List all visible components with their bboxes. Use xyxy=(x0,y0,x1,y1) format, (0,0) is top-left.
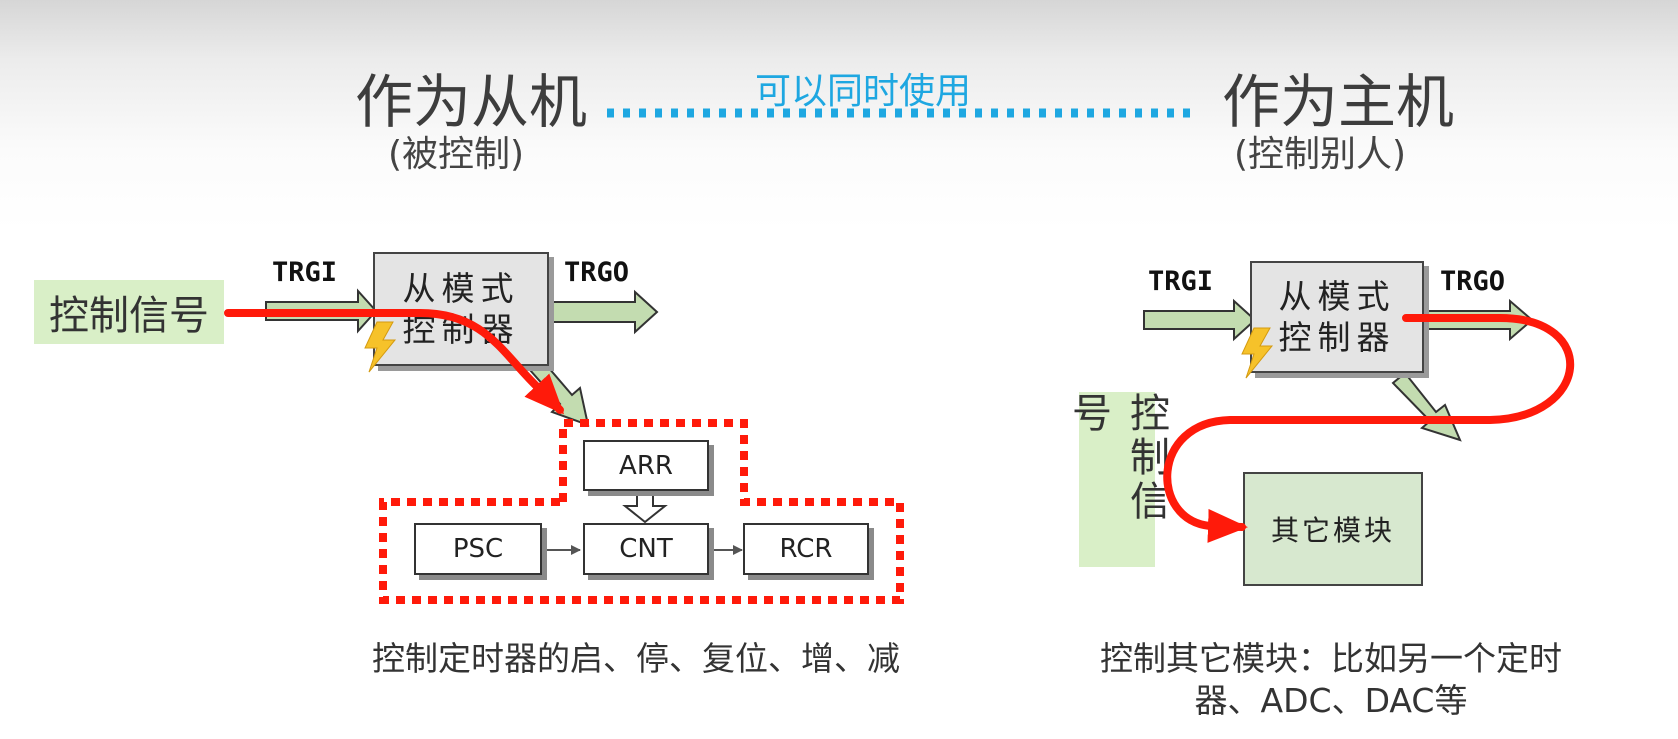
trgo-arrow-left xyxy=(547,289,659,335)
red-signal-path-right xyxy=(1163,314,1574,543)
lightning-icon xyxy=(1241,327,1274,379)
lightning-icon xyxy=(364,321,397,373)
psc-register: PSC xyxy=(414,523,542,575)
left-title: 作为从机 xyxy=(355,68,588,136)
trgo-label-right: TRGO xyxy=(1440,266,1506,297)
register-group-boundary xyxy=(379,419,904,604)
red-signal-path-left xyxy=(224,309,565,415)
trgi-arrow-right xyxy=(1143,298,1257,342)
slave-mode-controller-right: 从模式 控制器 xyxy=(1250,261,1424,373)
controller-line1-left: 从模式 xyxy=(402,268,520,308)
cnt-register: CNT xyxy=(583,523,709,575)
middle-link-label: 可以同时使用 xyxy=(755,71,972,112)
trgo-label-left: TRGO xyxy=(564,257,630,288)
trgi-label-right: TRGI xyxy=(1148,266,1214,297)
trgi-label-left: TRGI xyxy=(272,257,338,288)
right-subtitle: (控制别人) xyxy=(1234,134,1407,175)
slave-caption: 控制定时器的启、停、复位、增、减 xyxy=(372,639,900,678)
control-signal-label-left: 控制信号 xyxy=(34,280,224,344)
master-caption-line1: 控制其它模块：比如另一个定时 xyxy=(1100,639,1562,678)
right-title: 作为主机 xyxy=(1222,68,1455,136)
other-module-box: 其它模块 xyxy=(1243,472,1423,586)
arr-to-cnt-arrow xyxy=(622,492,668,524)
rcr-register: RCR xyxy=(743,523,869,575)
controller-line2-right: 控制器 xyxy=(1278,318,1396,357)
controller-line1-right: 从模式 xyxy=(1278,276,1396,316)
left-subtitle: (被控制) xyxy=(388,134,525,175)
master-caption-line2: 器、ADC、DAC等 xyxy=(1194,681,1468,720)
arr-register: ARR xyxy=(583,440,709,491)
